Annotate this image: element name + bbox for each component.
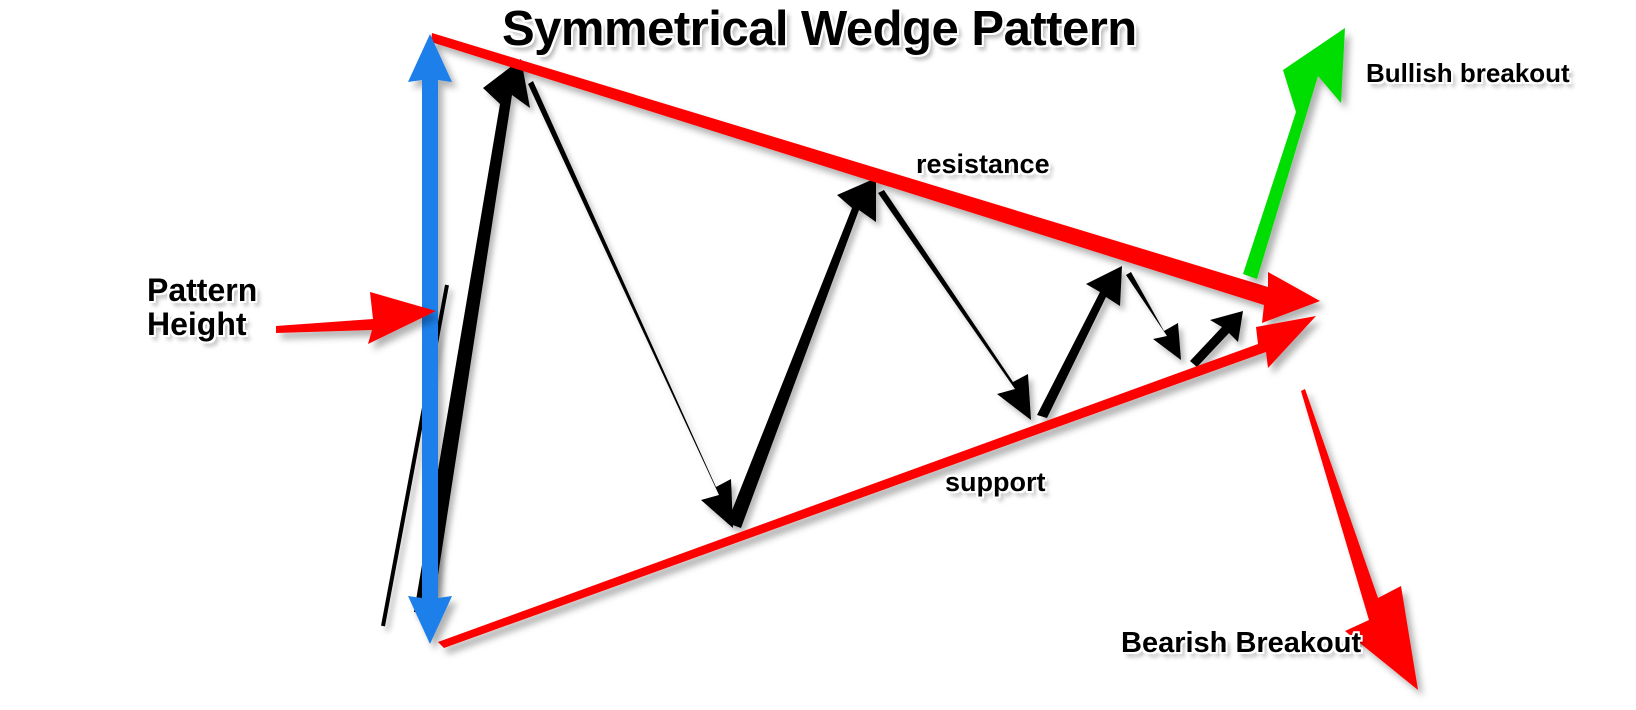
resistance-trendline <box>431 33 1320 323</box>
bullish-breakout-arrow-group <box>1243 28 1345 279</box>
price-swing-down-1 <box>528 81 733 528</box>
bullish-breakout-arrow <box>1243 28 1345 279</box>
support-trendline-group <box>438 316 1316 648</box>
price-swing-up-3 <box>1037 266 1122 418</box>
bullish-breakout-label: Bullish breakout <box>1366 58 1570 88</box>
pattern-height-arrow <box>408 34 452 644</box>
resistance-label: resistance <box>916 149 1050 179</box>
resistance-trendline-group <box>431 33 1320 323</box>
pattern-height-arrow-group <box>408 34 452 644</box>
price-swing-down-2 <box>878 190 1031 420</box>
pattern-height-label: Pattern Height <box>147 272 258 342</box>
bearish-breakout-arrow-group <box>1301 389 1418 690</box>
pattern-height-pointer-group <box>276 292 436 344</box>
price-swing-up-4 <box>1190 311 1243 367</box>
price-swing-up-1 <box>414 59 530 614</box>
price-swing-down-3 <box>1126 272 1181 360</box>
bearish-breakout-arrow <box>1301 389 1418 690</box>
price-action-group <box>414 59 1243 614</box>
price-swing-up-2 <box>727 178 876 528</box>
pattern-height-pointer-arrow <box>276 292 436 344</box>
page-title: Symmetrical Wedge Pattern <box>502 2 1137 56</box>
support-trendline <box>438 316 1316 648</box>
support-label: support <box>945 467 1046 497</box>
bearish-breakout-label: Bearish Breakout <box>1121 627 1362 659</box>
